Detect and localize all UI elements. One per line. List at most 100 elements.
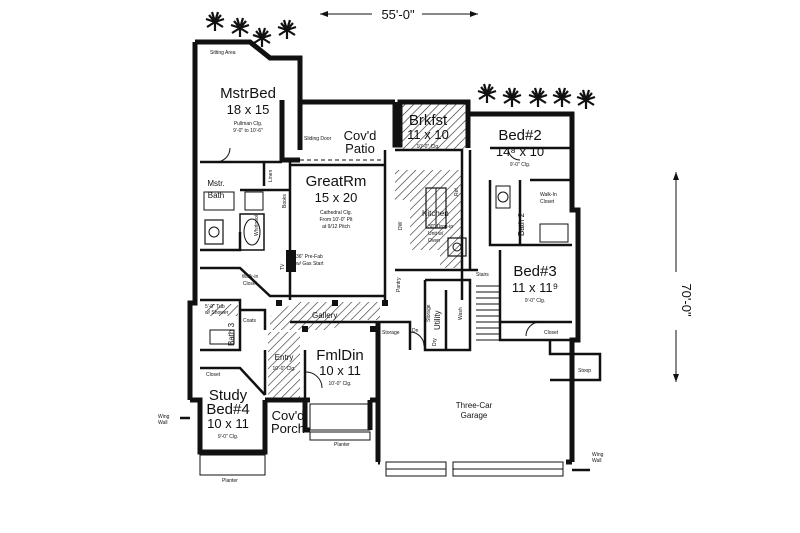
bed3-label: Bed#3 11 x 11⁹ 9'-0" Clg.	[512, 263, 558, 304]
stairs-label: Stairs	[476, 272, 489, 278]
great-room-name: GreatRm	[306, 173, 367, 190]
bath2-label: Bath 2	[517, 212, 526, 236]
drop-in-note2: Unit w/	[428, 231, 444, 237]
great-room-note3: at 9/12 Pitch	[322, 224, 350, 230]
whirlpool-label: Whirlpool	[254, 215, 260, 236]
fireplace-note1: 36" Pre-Fab	[296, 254, 323, 260]
sitting-area-label: Sitting Area	[210, 50, 236, 56]
covd-patio-name2: Patio	[345, 141, 375, 156]
master-bed-name: MstrBed	[220, 85, 276, 102]
linen-label: Linen	[268, 170, 274, 182]
storage2-label: Storage	[382, 330, 400, 336]
master-bed-note1: Pullman Clg.	[234, 121, 262, 127]
tub-shower-name2: w/ Shower	[205, 310, 229, 316]
garage-name2: Garage	[461, 411, 488, 420]
tub-shower-label: 5'-0" Tub w/ Shower	[205, 304, 229, 316]
depth-dimension: 70'-0"	[673, 172, 694, 382]
bed2-size: 14⁸ x 10	[496, 144, 544, 159]
fixtures	[180, 147, 590, 476]
closet-study-label: Closet	[206, 372, 221, 378]
garage-doors	[385, 461, 564, 477]
dry-label: Dry	[432, 338, 438, 346]
walkin-closet-mstr-name: Walk-in	[242, 274, 259, 280]
closet-bed3-label: Closet	[544, 330, 559, 336]
dn-label: Dn	[412, 328, 419, 334]
entry-note: 10'-0" Clg.	[272, 366, 295, 372]
brkfst-label: Brkfst 11 x 10 10'-0" Clg.	[407, 112, 449, 150]
wing-wall-left-name: Wing	[158, 414, 170, 420]
fml-din-label: FmlDin 10 x 11 10'-0" Clg.	[316, 347, 364, 387]
bed3-note: 9'-0" Clg.	[525, 298, 545, 304]
bed2-name: Bed#2	[498, 127, 541, 144]
drop-in-note1: 30" Drop-in	[428, 224, 453, 230]
covd-patio-name: Cov'd	[344, 128, 377, 143]
brkfst-note: 10'-0" Clg.	[416, 144, 439, 150]
brkfst-size: 11 x 10	[407, 127, 449, 142]
planter-left-label: Planter	[222, 478, 238, 484]
walkin-closet-bed2-label: Walk-In Closet	[540, 192, 557, 205]
fireplace-note2: w/ Gas Start	[296, 261, 324, 267]
walkin-closet-mstr-name2: Closet	[243, 281, 258, 287]
walkin-closet-bed2-name: Walk-In	[540, 192, 557, 198]
tub-shower-name: 5'-0" Tub	[205, 304, 225, 310]
wing-wall-left-label: Wing Wall	[158, 414, 170, 426]
great-room-note2: From 10'-0" Plt	[319, 217, 353, 223]
drop-in-note3: Oven	[428, 238, 440, 244]
ref-label: Ref.	[454, 187, 460, 196]
garage-name: Three-Car	[456, 401, 493, 410]
study-label: Study Bed#4 10 x 11 9'-0" Clg.	[206, 387, 249, 440]
walkin-closet-mstr-label: Walk-in Closet	[242, 274, 259, 287]
garage-label: Three-Car Garage	[456, 401, 493, 420]
width-dimension-label: 55'-0"	[381, 7, 415, 22]
master-bed-note2: 9'-0" to 10'-6"	[233, 128, 263, 134]
wing-wall-right-name: Wing	[592, 452, 604, 458]
stairs-treads	[476, 285, 500, 341]
walkin-closet-bed2-name2: Closet	[540, 199, 555, 205]
tile-floor	[207, 104, 466, 398]
dw-label: DW	[398, 221, 404, 230]
fml-din-size: 10 x 11	[319, 363, 361, 378]
master-bed-label: MstrBed 18 x 15 Pullman Clg. 9'-0" to 10…	[220, 85, 276, 134]
bed3-size: 11 x 11⁹	[512, 280, 558, 295]
brkfst-name: Brkfst	[409, 112, 448, 129]
width-dimension: 55'-0"	[320, 7, 478, 22]
entry-label: Entry 10'-0" Clg.	[272, 353, 295, 372]
depth-dimension-label: 70'-0"	[679, 283, 694, 317]
great-room-note1: Cathedral Clg.	[320, 210, 352, 216]
great-room-size: 15 x 20	[315, 190, 358, 205]
covd-porch-name: Cov'd	[272, 408, 305, 423]
interior-walls	[200, 146, 602, 400]
study-name2: Bed#4	[206, 401, 249, 418]
mstr-bath-name: Mstr.	[207, 179, 224, 188]
kitchen-label: Kitchen	[422, 209, 449, 218]
coats-label: Coats	[243, 318, 257, 324]
covd-patio-label: Cov'd Patio	[344, 128, 377, 156]
covd-porch-name2: Porch	[271, 421, 305, 436]
study-name: Study	[209, 387, 248, 404]
mstr-bath-label: Mstr. Bath	[207, 179, 224, 200]
storage1-label: Storage	[426, 304, 432, 322]
tv-label: TV	[280, 263, 286, 270]
pantry-label: Pantry	[396, 277, 402, 292]
fireplace-label: 36" Pre-Fab w/ Gas Start	[296, 254, 324, 267]
planter-mid-label: Planter	[334, 442, 350, 448]
bed2-label: Bed#2 14⁸ x 10 9'-0" Clg.	[496, 127, 544, 168]
wash-label: Wash	[458, 307, 464, 320]
study-size: 10 x 11	[207, 416, 249, 431]
master-bed-size: 18 x 15	[227, 102, 270, 117]
books-label: Books	[282, 194, 288, 208]
wing-wall-left-name2: Wall	[158, 420, 168, 426]
sliding-door-label: Sliding Door	[304, 136, 332, 142]
bed2-note: 9'-0" Clg.	[510, 162, 530, 168]
mstr-bath-name2: Bath	[208, 191, 224, 200]
fml-din-name: FmlDin	[316, 347, 364, 364]
fml-din-note: 10'-0" Clg.	[328, 381, 351, 387]
stoop-label: Stoop	[578, 368, 591, 374]
wing-wall-right-name2: Wall	[592, 458, 602, 464]
wing-wall-right-label: Wing Wall	[592, 452, 604, 464]
entry-name: Entry	[275, 353, 294, 362]
bath3-label: Bath 3	[227, 322, 236, 346]
study-note: 9'-0" Clg.	[218, 434, 238, 440]
covd-porch-label: Cov'd Porch	[271, 408, 305, 436]
